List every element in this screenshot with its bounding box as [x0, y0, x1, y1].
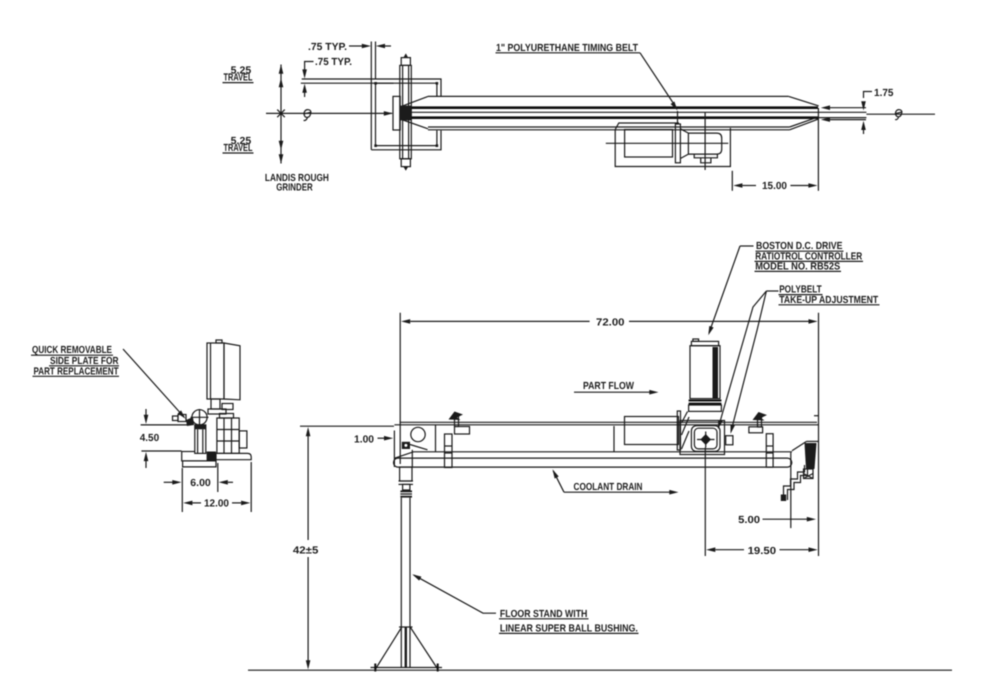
- svg-text:POLYBELT: POLYBELT: [779, 285, 822, 296]
- svg-text:42±5: 42±5: [293, 545, 319, 556]
- svg-text:LINEAR SUPER BALL BUSHING.: LINEAR SUPER BALL BUSHING.: [500, 623, 638, 634]
- svg-text:GRINDER: GRINDER: [276, 182, 313, 193]
- svg-text:4.50: 4.50: [140, 433, 160, 444]
- svg-text:QUICK REMOVABLE: QUICK REMOVABLE: [32, 345, 112, 356]
- svg-text:19.50: 19.50: [748, 546, 777, 557]
- svg-text:TRAVEL: TRAVEL: [224, 143, 253, 154]
- svg-text:LANDIS ROUGH: LANDIS ROUGH: [265, 173, 329, 184]
- svg-text:COOLANT DRAIN: COOLANT DRAIN: [574, 482, 643, 493]
- svg-text:PART REPLACEMENT: PART REPLACEMENT: [34, 366, 120, 377]
- svg-text:5.25: 5.25: [231, 136, 252, 147]
- svg-text:5.25: 5.25: [231, 65, 252, 76]
- svg-text:1.00: 1.00: [354, 434, 374, 445]
- svg-text:MODEL NO. RB52S: MODEL NO. RB52S: [755, 261, 840, 272]
- svg-text:FLOOR STAND WITH: FLOOR STAND WITH: [500, 609, 588, 620]
- svg-text:1" POLYURETHANE TIMING BELT: 1" POLYURETHANE TIMING BELT: [496, 43, 639, 54]
- svg-text:PART FLOW: PART FLOW: [583, 381, 634, 392]
- svg-text:5.00: 5.00: [738, 515, 760, 526]
- svg-text:BOSTON D.C. DRIVE: BOSTON D.C. DRIVE: [756, 241, 843, 252]
- svg-text:.75 TYP.: .75 TYP.: [308, 42, 347, 53]
- svg-text:12.00: 12.00: [204, 499, 229, 510]
- svg-text:15.00: 15.00: [762, 181, 787, 192]
- svg-text:RATIOTROL CONTROLLER: RATIOTROL CONTROLLER: [755, 251, 862, 262]
- svg-text:TRAVEL: TRAVEL: [224, 73, 253, 84]
- svg-text:SIDE PLATE FOR: SIDE PLATE FOR: [50, 356, 119, 367]
- svg-text:1.75: 1.75: [874, 88, 894, 99]
- svg-text:72.00: 72.00: [596, 318, 625, 329]
- svg-text:6.00: 6.00: [190, 478, 211, 489]
- svg-text:TAKE-UP ADJUSTMENT: TAKE-UP ADJUSTMENT: [779, 295, 879, 306]
- svg-text:.75 TYP.: .75 TYP.: [315, 57, 352, 68]
